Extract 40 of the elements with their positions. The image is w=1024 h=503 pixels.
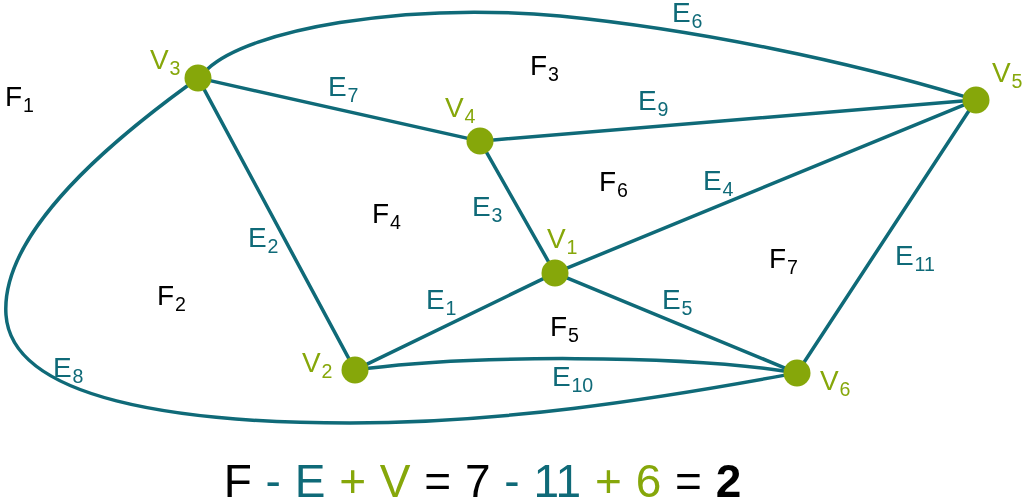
edge-line xyxy=(206,10,965,98)
edge-line xyxy=(209,79,469,140)
vertex-dot xyxy=(184,64,212,92)
edge-label: E$_{10}$ xyxy=(552,363,594,393)
vertex-label: V$_{6}$ xyxy=(820,367,851,397)
vertex-label: V$_{5}$ xyxy=(992,59,1023,89)
vertex-dot xyxy=(962,86,990,114)
edge-line xyxy=(202,88,351,360)
edge-label: E$_{3}$ xyxy=(472,193,503,223)
edge-line xyxy=(4,84,786,425)
vertex-dot xyxy=(541,259,569,287)
edge-line xyxy=(365,277,545,366)
edge-label: E$_{6}$ xyxy=(672,0,703,30)
vertex-dot xyxy=(341,356,369,384)
vertex-dot xyxy=(466,127,494,155)
face-label: F$_{1}$ xyxy=(5,83,34,113)
vertex-label: V$_{4}$ xyxy=(445,94,476,124)
face-label: F$_{5}$ xyxy=(550,313,579,343)
edge-label: E$_{1}$ xyxy=(426,286,457,316)
edge-line xyxy=(802,109,971,364)
vertex-label: V$_{3}$ xyxy=(150,46,181,76)
face-label: F$_{6}$ xyxy=(599,168,628,198)
face-label: F$_{7}$ xyxy=(769,245,798,275)
edge-label: E$_{9}$ xyxy=(638,87,669,117)
edge-label: E$_{5}$ xyxy=(662,286,693,316)
edge-line xyxy=(565,103,966,270)
vertex-dot xyxy=(783,359,811,387)
face-label: F$_{3}$ xyxy=(530,52,559,82)
face-label: F$_{2}$ xyxy=(157,282,186,312)
formula-text: F - E + V = 7 - 11 + 6 = 2 xyxy=(223,461,742,503)
edge-label: E$_{7}$ xyxy=(328,73,359,103)
edge-label: E$_{8}$ xyxy=(53,354,84,384)
edge-line xyxy=(565,276,787,370)
edge-line xyxy=(484,150,551,264)
edge-label: E$_{2}$ xyxy=(248,224,279,254)
vertex-label: V$_{2}$ xyxy=(302,349,333,379)
vertex-label: V$_{1}$ xyxy=(547,225,578,255)
edge-label: E$_{4}$ xyxy=(703,167,734,197)
face-label: F$_{4}$ xyxy=(372,200,401,230)
edge-label: E$_{11}$ xyxy=(895,242,935,272)
